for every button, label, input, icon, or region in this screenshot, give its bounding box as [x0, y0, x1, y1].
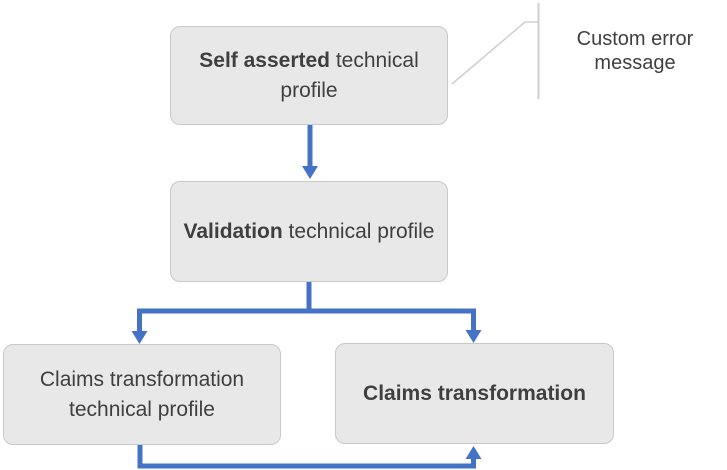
- node-label: Self asserted technical profile: [179, 46, 439, 106]
- arrow-self-to-validation: [302, 125, 318, 179]
- node-label-regular: Claims transformation technical profile: [39, 367, 245, 421]
- node-label: Validation technical profile: [179, 217, 439, 247]
- node-self-asserted-technical-profile: Self asserted technical profile: [170, 26, 448, 125]
- node-label: Claims transformation technical profile: [12, 365, 272, 425]
- node-validation-technical-profile: Validation technical profile: [170, 181, 448, 282]
- callout-text: Custom error message: [576, 28, 694, 74]
- node-label: Claims transformation: [345, 379, 605, 409]
- node-label-bold: Claims transformation: [363, 381, 586, 405]
- node-label-regular: technical profile: [282, 219, 435, 243]
- node-label-bold: Validation: [183, 219, 283, 243]
- node-label-regular: technical profile: [280, 48, 419, 102]
- node-claims-transformation: Claims transformation: [335, 343, 614, 444]
- node-claims-transformation-technical-profile: Claims transformation technical profile: [3, 344, 281, 445]
- node-label-bold: Self asserted: [199, 48, 331, 72]
- branch-validation-to-children: [131, 281, 482, 344]
- callout-leader-line: [451, 3, 540, 99]
- arrow-claims-tp-to-claims-transformation: [137, 445, 482, 469]
